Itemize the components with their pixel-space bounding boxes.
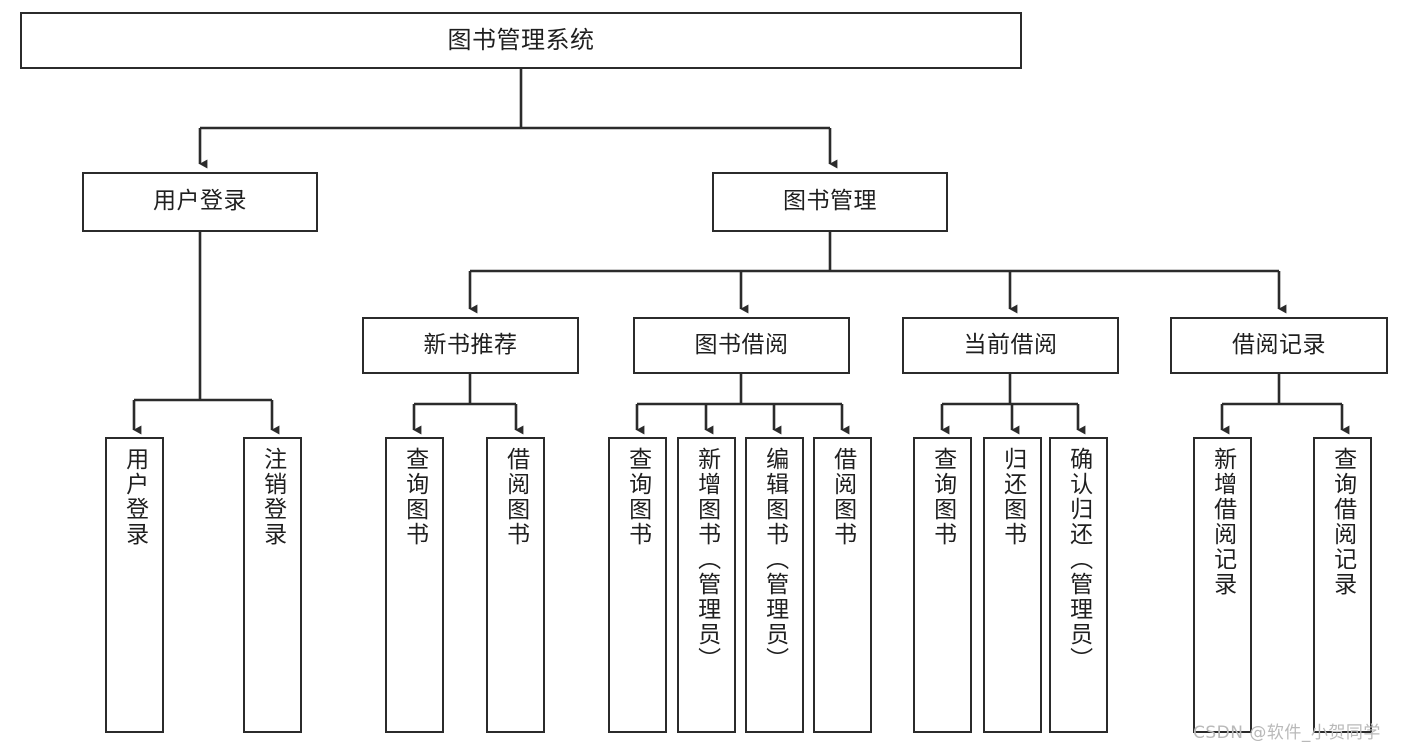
leaf-borrow-book-2-label: 借阅图书 xyxy=(829,447,856,547)
node-book-manage-label: 图书管理 xyxy=(783,188,877,215)
leaf-query-book-2[interactable]: 查询图书 xyxy=(608,437,667,733)
node-book-manage[interactable]: 图书管理 xyxy=(712,172,948,232)
leaf-query-book-1[interactable]: 查询图书 xyxy=(385,437,444,733)
leaf-query-book-3[interactable]: 查询图书 xyxy=(913,437,972,733)
leaf-add-book-label: 新增图书（管理员） xyxy=(693,447,720,672)
node-current-borrow[interactable]: 当前借阅 xyxy=(902,317,1119,374)
leaf-query-book-2-label: 查询图书 xyxy=(624,447,651,547)
node-user-login[interactable]: 用户登录 xyxy=(82,172,318,232)
node-borrow-record[interactable]: 借阅记录 xyxy=(1170,317,1388,374)
leaf-return-book[interactable]: 归还图书 xyxy=(983,437,1042,733)
node-current-borrow-label: 当前借阅 xyxy=(963,331,1058,358)
leaf-borrow-book-1-label: 借阅图书 xyxy=(502,447,529,547)
leaf-return-book-label: 归还图书 xyxy=(999,447,1026,547)
leaf-query-record[interactable]: 查询借阅记录 xyxy=(1313,437,1372,733)
leaf-confirm-return[interactable]: 确认归还（管理员） xyxy=(1049,437,1108,733)
leaf-logout[interactable]: 注销登录 xyxy=(243,437,302,733)
node-new-book-rec-label: 新书推荐 xyxy=(423,331,518,358)
leaf-logout-label: 注销登录 xyxy=(259,447,286,547)
leaf-borrow-book-1[interactable]: 借阅图书 xyxy=(486,437,545,733)
node-borrow-record-label: 借阅记录 xyxy=(1232,331,1326,358)
leaf-query-book-1-label: 查询图书 xyxy=(401,447,428,547)
leaf-edit-book[interactable]: 编辑图书（管理员） xyxy=(745,437,804,733)
csdn-watermark: CSDN @软件_小贺同学 xyxy=(1193,723,1381,743)
node-new-book-rec[interactable]: 新书推荐 xyxy=(362,317,579,374)
leaf-user-login[interactable]: 用户登录 xyxy=(105,437,164,733)
leaf-add-record-label: 新增借阅记录 xyxy=(1209,447,1236,597)
leaf-edit-book-label: 编辑图书（管理员） xyxy=(761,447,788,672)
node-book-borrow-label: 图书借阅 xyxy=(694,331,789,358)
node-root-label: 图书管理系统 xyxy=(447,26,595,55)
leaf-query-book-3-label: 查询图书 xyxy=(929,447,956,547)
leaf-confirm-return-label: 确认归还（管理员） xyxy=(1065,447,1092,672)
node-user-login-label: 用户登录 xyxy=(153,188,247,215)
node-book-borrow[interactable]: 图书借阅 xyxy=(633,317,850,374)
leaf-add-record[interactable]: 新增借阅记录 xyxy=(1193,437,1252,733)
leaf-borrow-book-2[interactable]: 借阅图书 xyxy=(813,437,872,733)
leaf-user-login-label: 用户登录 xyxy=(121,447,148,547)
leaf-query-record-label: 查询借阅记录 xyxy=(1329,447,1356,597)
node-root[interactable]: 图书管理系统 xyxy=(20,12,1022,69)
leaf-add-book[interactable]: 新增图书（管理员） xyxy=(677,437,736,733)
